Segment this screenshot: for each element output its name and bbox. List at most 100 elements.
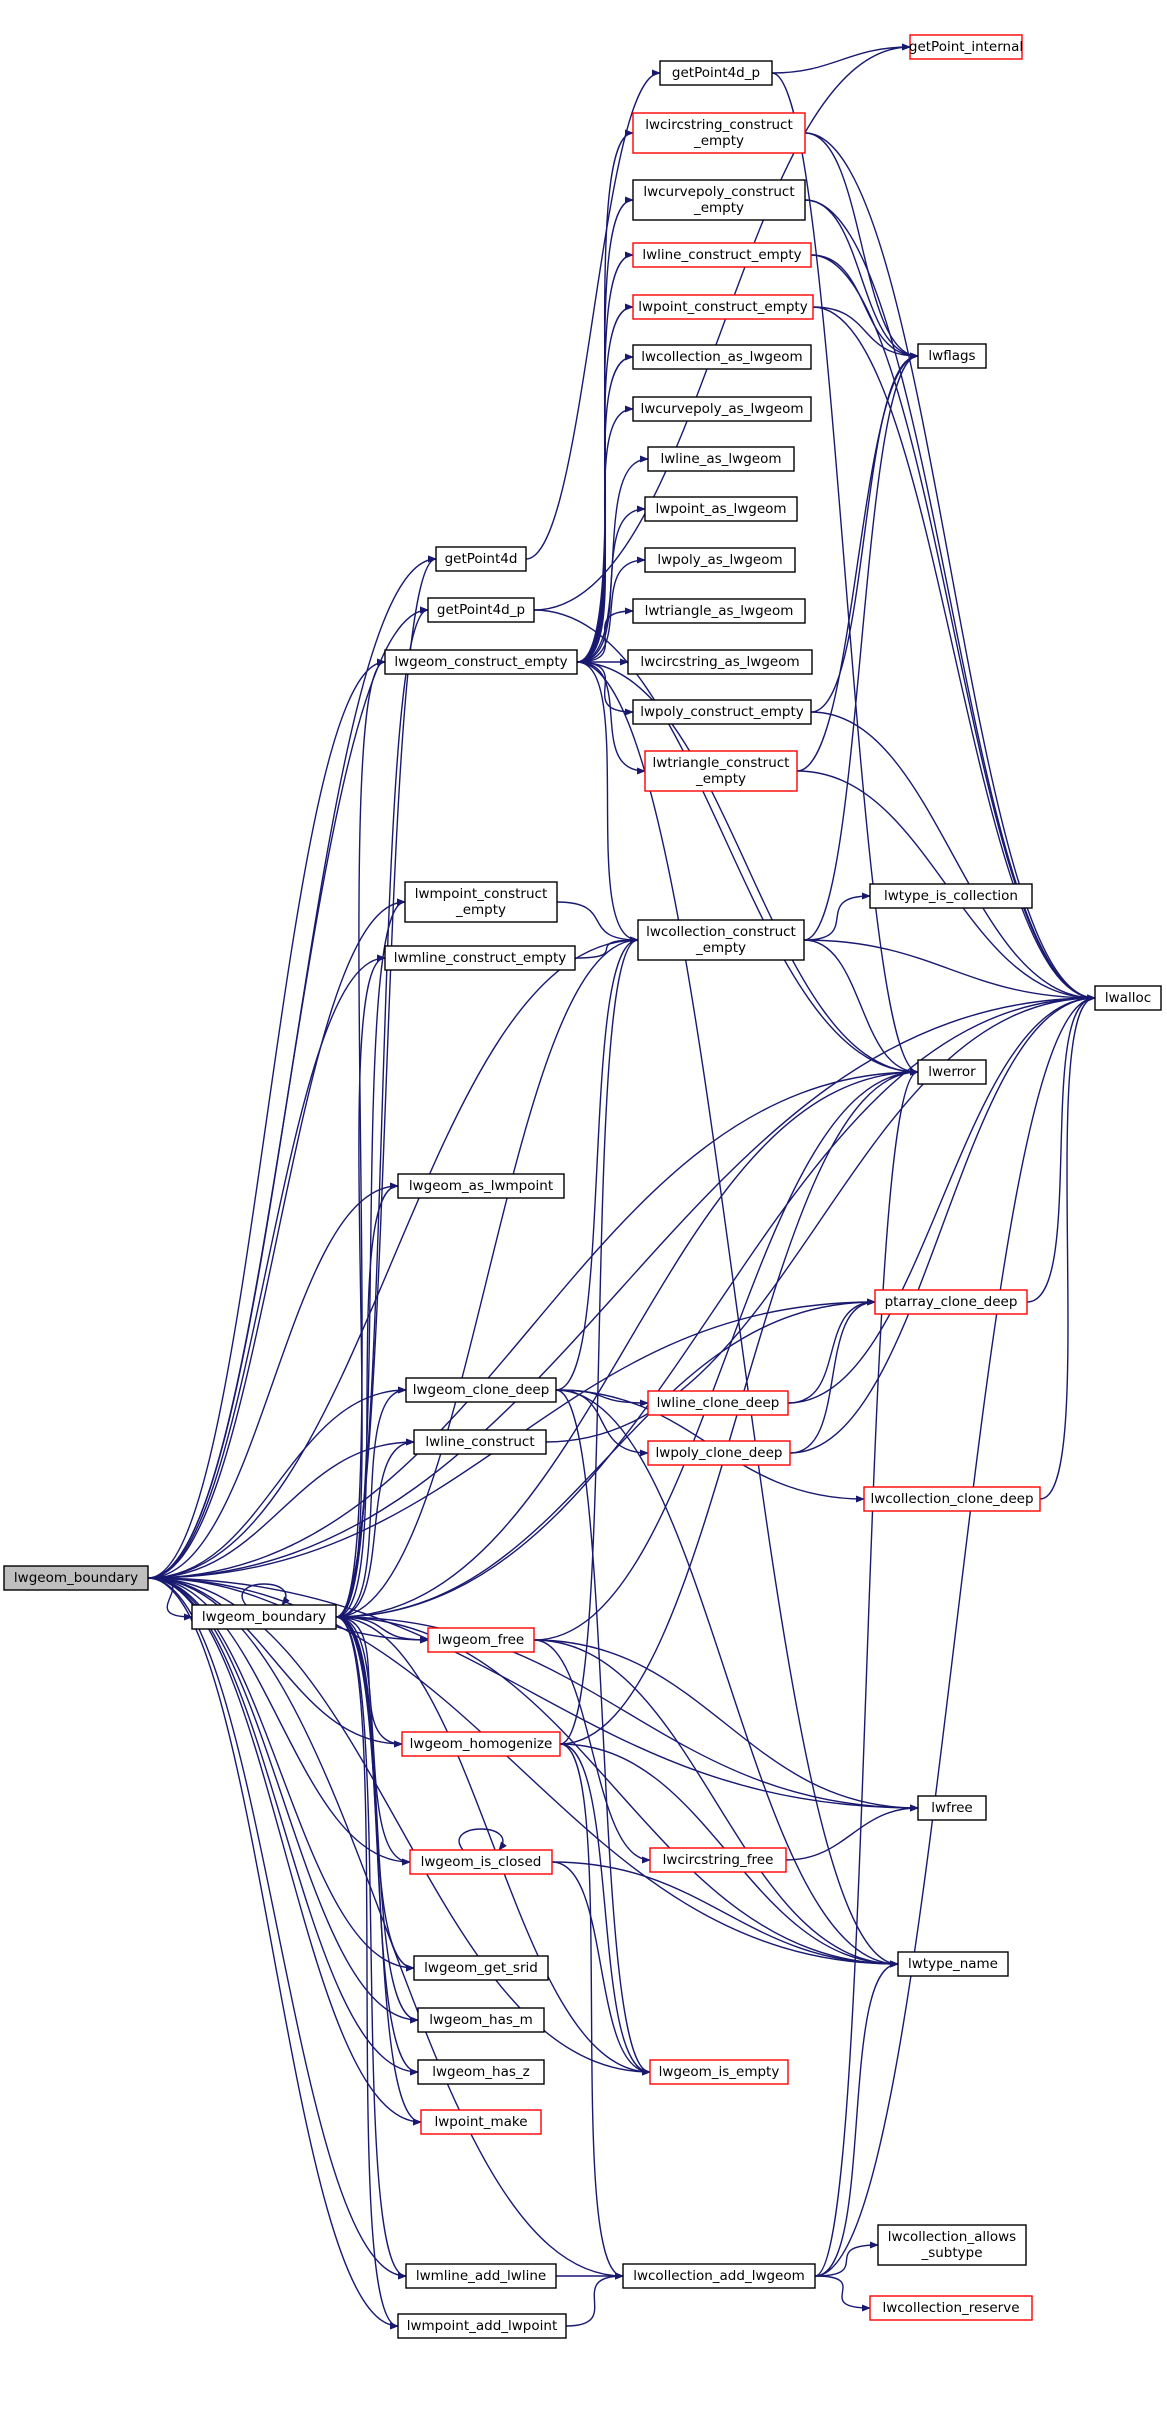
edge-root-lwgeom-boundary-to-lwgeom-clone-deep [147,1386,407,1579]
edge-lwpoly-clone-deep-to-lwalloc [789,994,1096,1454]
node-box [637,919,805,961]
edge-lwcircstring-construct-empty-to-lwalloc [804,132,1096,1002]
node-box [647,1390,789,1416]
edge-root-lwgeom-boundary-to-lwfree [147,1577,919,1812]
node-lwcollection-construct-empty[interactable]: lwcollection_construct_empty [637,919,805,961]
node-label: lwcollection_reserve [882,2300,1019,2316]
edge-lwmpoint-add-lwpoint-to-lwcollection-add-lwgeom [565,2272,624,2327]
node-lwline-clone-deep[interactable]: lwline_clone_deep [647,1390,789,1416]
edge-lwcollection-add-lwgeom-to-lwcollection-allows-subtype [814,2241,879,2277]
edge-lwgeom-clone-deep-to-lwgeom-is-empty [555,1389,651,2076]
node-root-lwgeom-boundary[interactable]: lwgeom_boundary [3,1565,149,1591]
node-lwcollection-as-lwgeom[interactable]: lwcollection_as_lwgeom [632,344,812,370]
edge-lwgeom-boundary-to-lwpoint-make [335,1616,422,2126]
node-lwmpoint-construct-empty[interactable]: lwmpoint_construct_empty [404,881,558,923]
node-lwpoly-clone-deep[interactable]: lwpoly_clone_deep [647,1440,791,1466]
node-box [659,60,773,86]
node-label: lwgeom_as_lwmpoint [409,1178,553,1194]
edge-lwpoly-construct-empty-to-lwflags [810,352,919,713]
node-label: lwgeom_clone_deep [413,1382,550,1398]
node-lwflags[interactable]: lwflags [917,343,987,369]
node-lwpoint-as-lwgeom[interactable]: lwpoint_as_lwgeom [644,496,798,522]
node-lwtriangle-construct-empty[interactable]: lwtriangle_construct_empty [644,750,798,792]
edge-root-lwgeom-boundary-to-lwcollection-construct-empty [147,936,639,1579]
node-lwmpoint-add-lwpoint[interactable]: lwmpoint_add_lwpoint [397,2313,567,2339]
edge-lwgeom-homogenize-to-lwcollection-add-lwgeom [559,1743,624,2280]
edge-lwgeom-boundary-to-lwline-construct [335,1438,415,1618]
node-lwcollection-reserve[interactable]: lwcollection_reserve [869,2295,1033,2321]
edge-lwpoint-construct-empty-to-lwalloc [812,306,1096,1002]
edge-lwgeom-boundary-to-lwgeom-as-lwmpoint [335,1182,399,1618]
node-label: lwcollection_clone_deep [870,1491,1033,1507]
edge-lwgeom-boundary-to-getPoint4d-p [335,606,429,1618]
node-lwline-construct[interactable]: lwline_construct [413,1429,547,1455]
node-lwerror[interactable]: lwerror [917,1059,987,1085]
node-box [649,2059,789,2085]
node-box [427,1627,535,1653]
node-box [622,2263,816,2289]
edge-lwgeom-boundary-to-lwgeom-clone-deep [335,1386,407,1618]
edge-root-lwgeom-boundary-to-lwpoint-make [147,1577,422,2126]
node-ptarray-clone-deep[interactable]: ptarray_clone_deep [874,1289,1028,1315]
edge-root-lwgeom-boundary-to-lwmpoint-construct-empty [147,898,406,1579]
node-lwtype-name[interactable]: lwtype_name [897,1951,1009,1977]
node-getPoint4d-p-top[interactable]: getPoint4d_p [659,60,773,86]
node-lwpoint-construct-empty[interactable]: lwpoint_construct_empty [632,294,814,320]
node-box [413,1429,547,1455]
edge-lwpoly-clone-deep-to-ptarray-clone-deep [789,1298,876,1454]
edge-lwgeom-boundary-to-lwgeom-construct-empty [335,658,386,1618]
edge-root-lwgeom-boundary-to-lwmline-construct-empty [147,954,386,1579]
node-lwpoint-make[interactable]: lwpoint_make [420,2109,542,2135]
node-lwcollection-allows-subtype[interactable]: lwcollection_allows_subtype [877,2224,1027,2266]
node-lwgeom-get-srid[interactable]: lwgeom_get_srid [413,1955,549,1981]
node-lwcollection-add-lwgeom[interactable]: lwcollection_add_lwgeom [622,2263,816,2289]
node-lwpoly-as-lwgeom[interactable]: lwpoly_as_lwgeom [644,547,796,573]
node-lwgeom-clone-deep[interactable]: lwgeom_clone_deep [405,1377,557,1403]
node-getPoint4d-p[interactable]: getPoint4d_p [427,597,535,623]
node-lwgeom-boundary[interactable]: lwgeom_boundary [191,1604,337,1630]
node-lwtype-is-collection[interactable]: lwtype_is_collection [869,883,1033,909]
node-lwmline-add-lwline[interactable]: lwmline_add_lwline [405,2263,557,2289]
edge-root-lwgeom-boundary-to-lwerror [147,1068,919,1579]
node-label: lwline_clone_deep [657,1395,780,1411]
node-lwline-as-lwgeom[interactable]: lwline_as_lwgeom [647,446,795,472]
node-lwcurvepoly-as-lwgeom[interactable]: lwcurvepoly_as_lwgeom [632,396,812,422]
node-lwmline-construct-empty[interactable]: lwmline_construct_empty [384,945,576,971]
node-label: lwgeom_boundary [14,1570,138,1586]
node-getPoint-internal[interactable]: getPoint_internal [909,34,1023,60]
node-getPoint4d[interactable]: getPoint4d [435,546,527,572]
node-box [917,343,987,369]
edge-root-lwgeom-boundary-to-lwgeom-construct-empty [147,658,386,1579]
node-label: lwline_as_lwgeom [660,451,781,467]
node-lwgeom-has-m[interactable]: lwgeom_has_m [417,2007,545,2033]
node-label: _empty [695,771,746,787]
node-lwcircstring-as-lwgeom[interactable]: lwcircstring_as_lwgeom [627,649,813,675]
node-lwcircstring-free[interactable]: lwcircstring_free [649,1847,787,1873]
node-lwgeom-as-lwmpoint[interactable]: lwgeom_as_lwmpoint [397,1173,565,1199]
edge-lwgeom-boundary-to-lwcollection-construct-empty [335,936,639,1618]
node-lwgeom-free[interactable]: lwgeom_free [427,1627,535,1653]
edge-lwgeom-boundary-to-lwgeom-has-m [335,1616,419,2024]
node-label: lwgeom_homogenize [410,1736,553,1752]
edge-root-lwgeom-boundary-to-lwalloc [147,994,1096,1579]
edge-lwgeom-construct-empty-to-lwerror [576,661,919,1076]
node-lwalloc[interactable]: lwalloc [1094,985,1162,1011]
node-lwcurvepoly-construct-empty[interactable]: lwcurvepoly_construct_empty [632,179,806,221]
node-lwline-construct-empty[interactable]: lwline_construct_empty [632,242,812,268]
node-box [632,112,806,154]
node-lwgeom-has-z[interactable]: lwgeom_has_z [417,2059,545,2085]
node-lwpoly-construct-empty[interactable]: lwpoly_construct_empty [632,699,812,725]
node-label: lwpoint_as_lwgeom [655,501,786,517]
node-lwcollection-clone-deep[interactable]: lwcollection_clone_deep [863,1486,1041,1512]
node-lwfree[interactable]: lwfree [917,1795,987,1821]
node-label: getPoint4d_p [437,602,525,618]
node-lwgeom-homogenize[interactable]: lwgeom_homogenize [401,1731,561,1757]
node-lwcircstring-construct-empty[interactable]: lwcircstring_construct_empty [632,112,806,154]
node-box [397,2313,567,2339]
node-lwgeom-construct-empty[interactable]: lwgeom_construct_empty [384,649,578,675]
node-lwgeom-is-empty[interactable]: lwgeom_is_empty [649,2059,789,2085]
node-lwtriangle-as-lwgeom[interactable]: lwtriangle_as_lwgeom [632,598,806,624]
node-lwgeom-is-closed[interactable]: lwgeom_is_closed [409,1849,553,1875]
edge-lwcircstring-free-to-lwfree [785,1804,919,1861]
